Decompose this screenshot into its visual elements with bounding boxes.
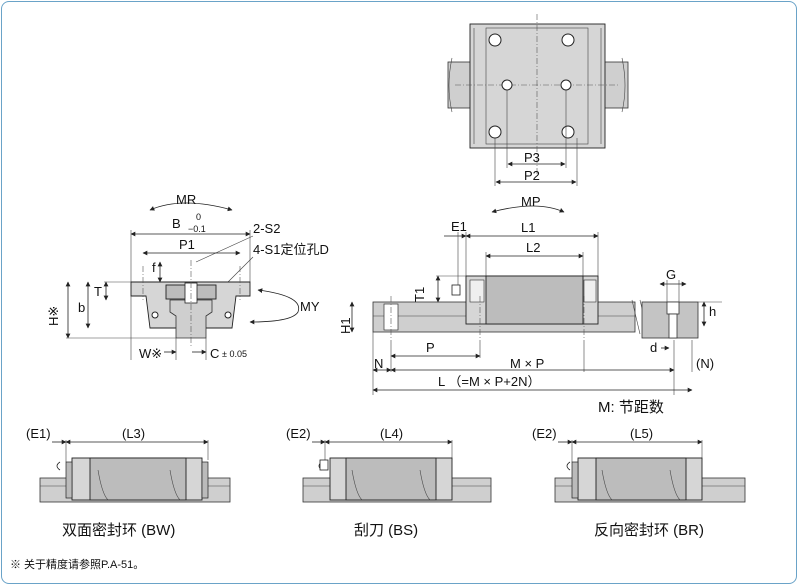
s2-label: 2-S2: [253, 221, 280, 236]
variant-l-label: (L3): [122, 426, 145, 441]
mp-label: MP: [521, 194, 541, 209]
variant-caption: 反向密封环 (BR): [594, 522, 704, 539]
mount-hole: [561, 33, 575, 47]
l2-label: L2: [526, 240, 540, 255]
b-tolerance-bottom: −0.1: [188, 224, 206, 234]
variant-bs: (E2) (L4) 刮刀 (BS): [286, 426, 492, 539]
mount-hole: [560, 79, 572, 91]
mount-hole: [501, 79, 513, 91]
p1-label: P1: [179, 237, 195, 252]
t-label: T: [94, 284, 102, 299]
pitch-note: M: 节距数: [598, 399, 664, 416]
footnote: ※ 关于精度请参照P.A-51。: [10, 557, 144, 571]
variant-bw: (E1) (L3) 双面密封环 (BW): [26, 426, 231, 539]
t1-label: T1: [412, 287, 427, 302]
mr-label: MR: [176, 192, 196, 207]
s1-label: 4-S1定位孔D: [253, 242, 329, 257]
end-view: MR B 0 −0.1 2-S2 P1 4-S1定位孔D f T b H※: [46, 192, 329, 361]
top-view: P3 P2: [447, 14, 629, 186]
f-label: f: [152, 260, 156, 275]
h-small-label: h: [709, 304, 716, 319]
mount-hole: [561, 125, 575, 139]
c-label: C: [210, 346, 219, 361]
p-label: P: [426, 340, 435, 355]
l1-label: L1: [521, 220, 535, 235]
p2-label: P2: [524, 168, 540, 183]
variant-e-label: (E2): [532, 426, 557, 441]
w-label: W※: [139, 346, 162, 361]
mxp-label: M × P: [510, 356, 544, 371]
b-label: B: [172, 216, 181, 231]
n-left-label: N: [374, 356, 383, 371]
d-label: d: [650, 340, 657, 355]
g-label: G: [666, 267, 676, 282]
variant-caption: 双面密封环 (BW): [62, 522, 175, 539]
p3-label: P3: [524, 150, 540, 165]
h1-label: H1: [338, 317, 353, 334]
side-view: MP E1 L1 L2 T1 H1 G: [338, 194, 722, 416]
l-total-label: L （=M × P+2N）: [438, 374, 540, 389]
variant-l-label: (L5): [630, 426, 653, 441]
variant-l-label: (L4): [380, 426, 403, 441]
c-tolerance: ± 0.05: [222, 349, 247, 359]
variant-caption: 刮刀 (BS): [354, 522, 418, 539]
variant-br: (E2) (L5) 反向密封环 (BR): [532, 426, 746, 539]
mount-hole: [488, 33, 502, 47]
variant-e-label: (E2): [286, 426, 311, 441]
h-label: H※: [46, 306, 61, 326]
e1-label: E1: [451, 219, 467, 234]
b-small-label: b: [78, 300, 85, 315]
mount-hole: [488, 125, 502, 139]
variant-e-label: (E1): [26, 426, 51, 441]
n-right-label: (N): [696, 356, 714, 371]
b-tolerance-top: 0: [196, 212, 201, 222]
my-label: MY: [300, 299, 320, 314]
